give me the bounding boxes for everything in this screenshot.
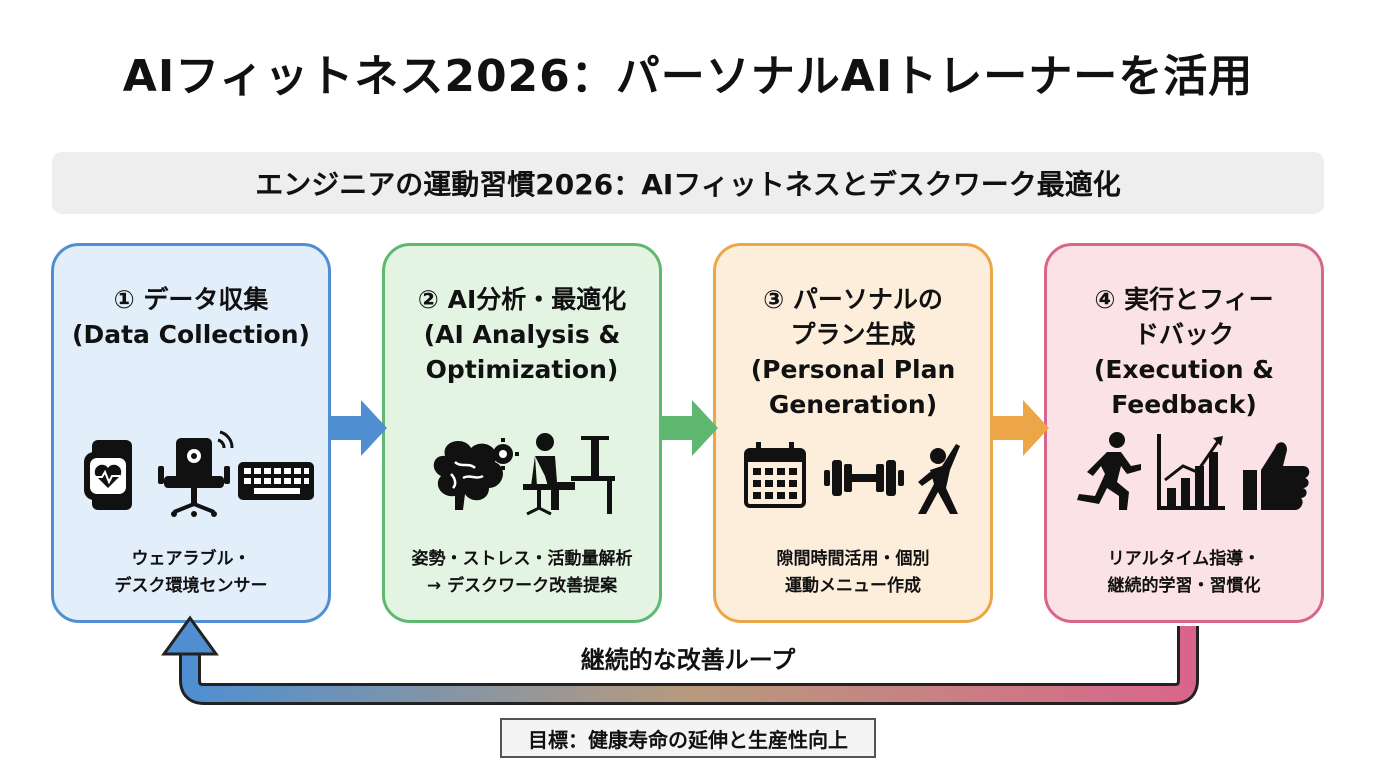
step-description: 隙間時間活用・個別 運動メニュー作成	[776, 549, 930, 596]
calendar-icon	[744, 442, 806, 508]
step-heading: ① データ収集 (Data Collection)	[72, 285, 310, 349]
person-at-desk-icon	[523, 433, 615, 516]
step-heading: ③ パーソナルの プラン生成 (Personal Plan Generation…	[750, 285, 956, 419]
growth-chart-icon	[1157, 434, 1225, 510]
step-card-plan-generation: ③ パーソナルの プラン生成 (Personal Plan Generation…	[713, 243, 993, 623]
flow-arrow-3-to-4	[993, 400, 1049, 456]
desk-chair-sensor-icon	[158, 430, 234, 517]
dumbbell-icon	[824, 460, 904, 496]
step-card-data-collection: ① データ収集 (Data Collection)	[51, 243, 331, 623]
goal-text: 目標：健康寿命の延伸と生産性向上	[528, 727, 848, 752]
step-heading: ② AI分析・最適化 (AI Analysis & Optimization)	[417, 285, 627, 384]
page-title: AIフィットネス2026：パーソナルAIトレーナーを活用	[122, 51, 1254, 102]
flow-arrow-1-to-2	[331, 400, 387, 456]
running-person-icon	[1077, 432, 1141, 510]
thumbs-up-icon	[1243, 442, 1310, 510]
flow-arrow-2-to-3	[662, 400, 718, 456]
smartwatch-heart-icon	[84, 440, 132, 510]
step-description: 姿勢・ストレス・活動量解析 → デスクワーク改善提案	[411, 549, 633, 596]
stretching-person-icon	[918, 444, 960, 514]
step-card-ai-analysis: ② AI分析・最適化 (AI Analysis & Optimization)	[382, 243, 662, 623]
keyboard-icon	[238, 462, 314, 500]
goal-box: 目標：健康寿命の延伸と生産性向上	[500, 718, 876, 758]
step-card-execution-feedback: ④ 実行とフィー ドバック (Execution & Feedback) リアル…	[1044, 243, 1324, 623]
step-description: ウェアラブル・ デスク環境センサー	[114, 549, 268, 596]
brain-gear-icon	[433, 438, 519, 510]
subtitle-text: エンジニアの運動習慣2026：AIフィットネスとデスクワーク最適化	[255, 168, 1121, 201]
step-heading: ④ 実行とフィー ドバック (Execution & Feedback)	[1093, 285, 1275, 419]
step-description: リアルタイム指導・ 継続的学習・習慣化	[1107, 549, 1261, 596]
loop-label: 継続的な改善ループ	[580, 646, 796, 674]
subtitle-banner: エンジニアの運動習慣2026：AIフィットネスとデスクワーク最適化	[52, 152, 1324, 214]
